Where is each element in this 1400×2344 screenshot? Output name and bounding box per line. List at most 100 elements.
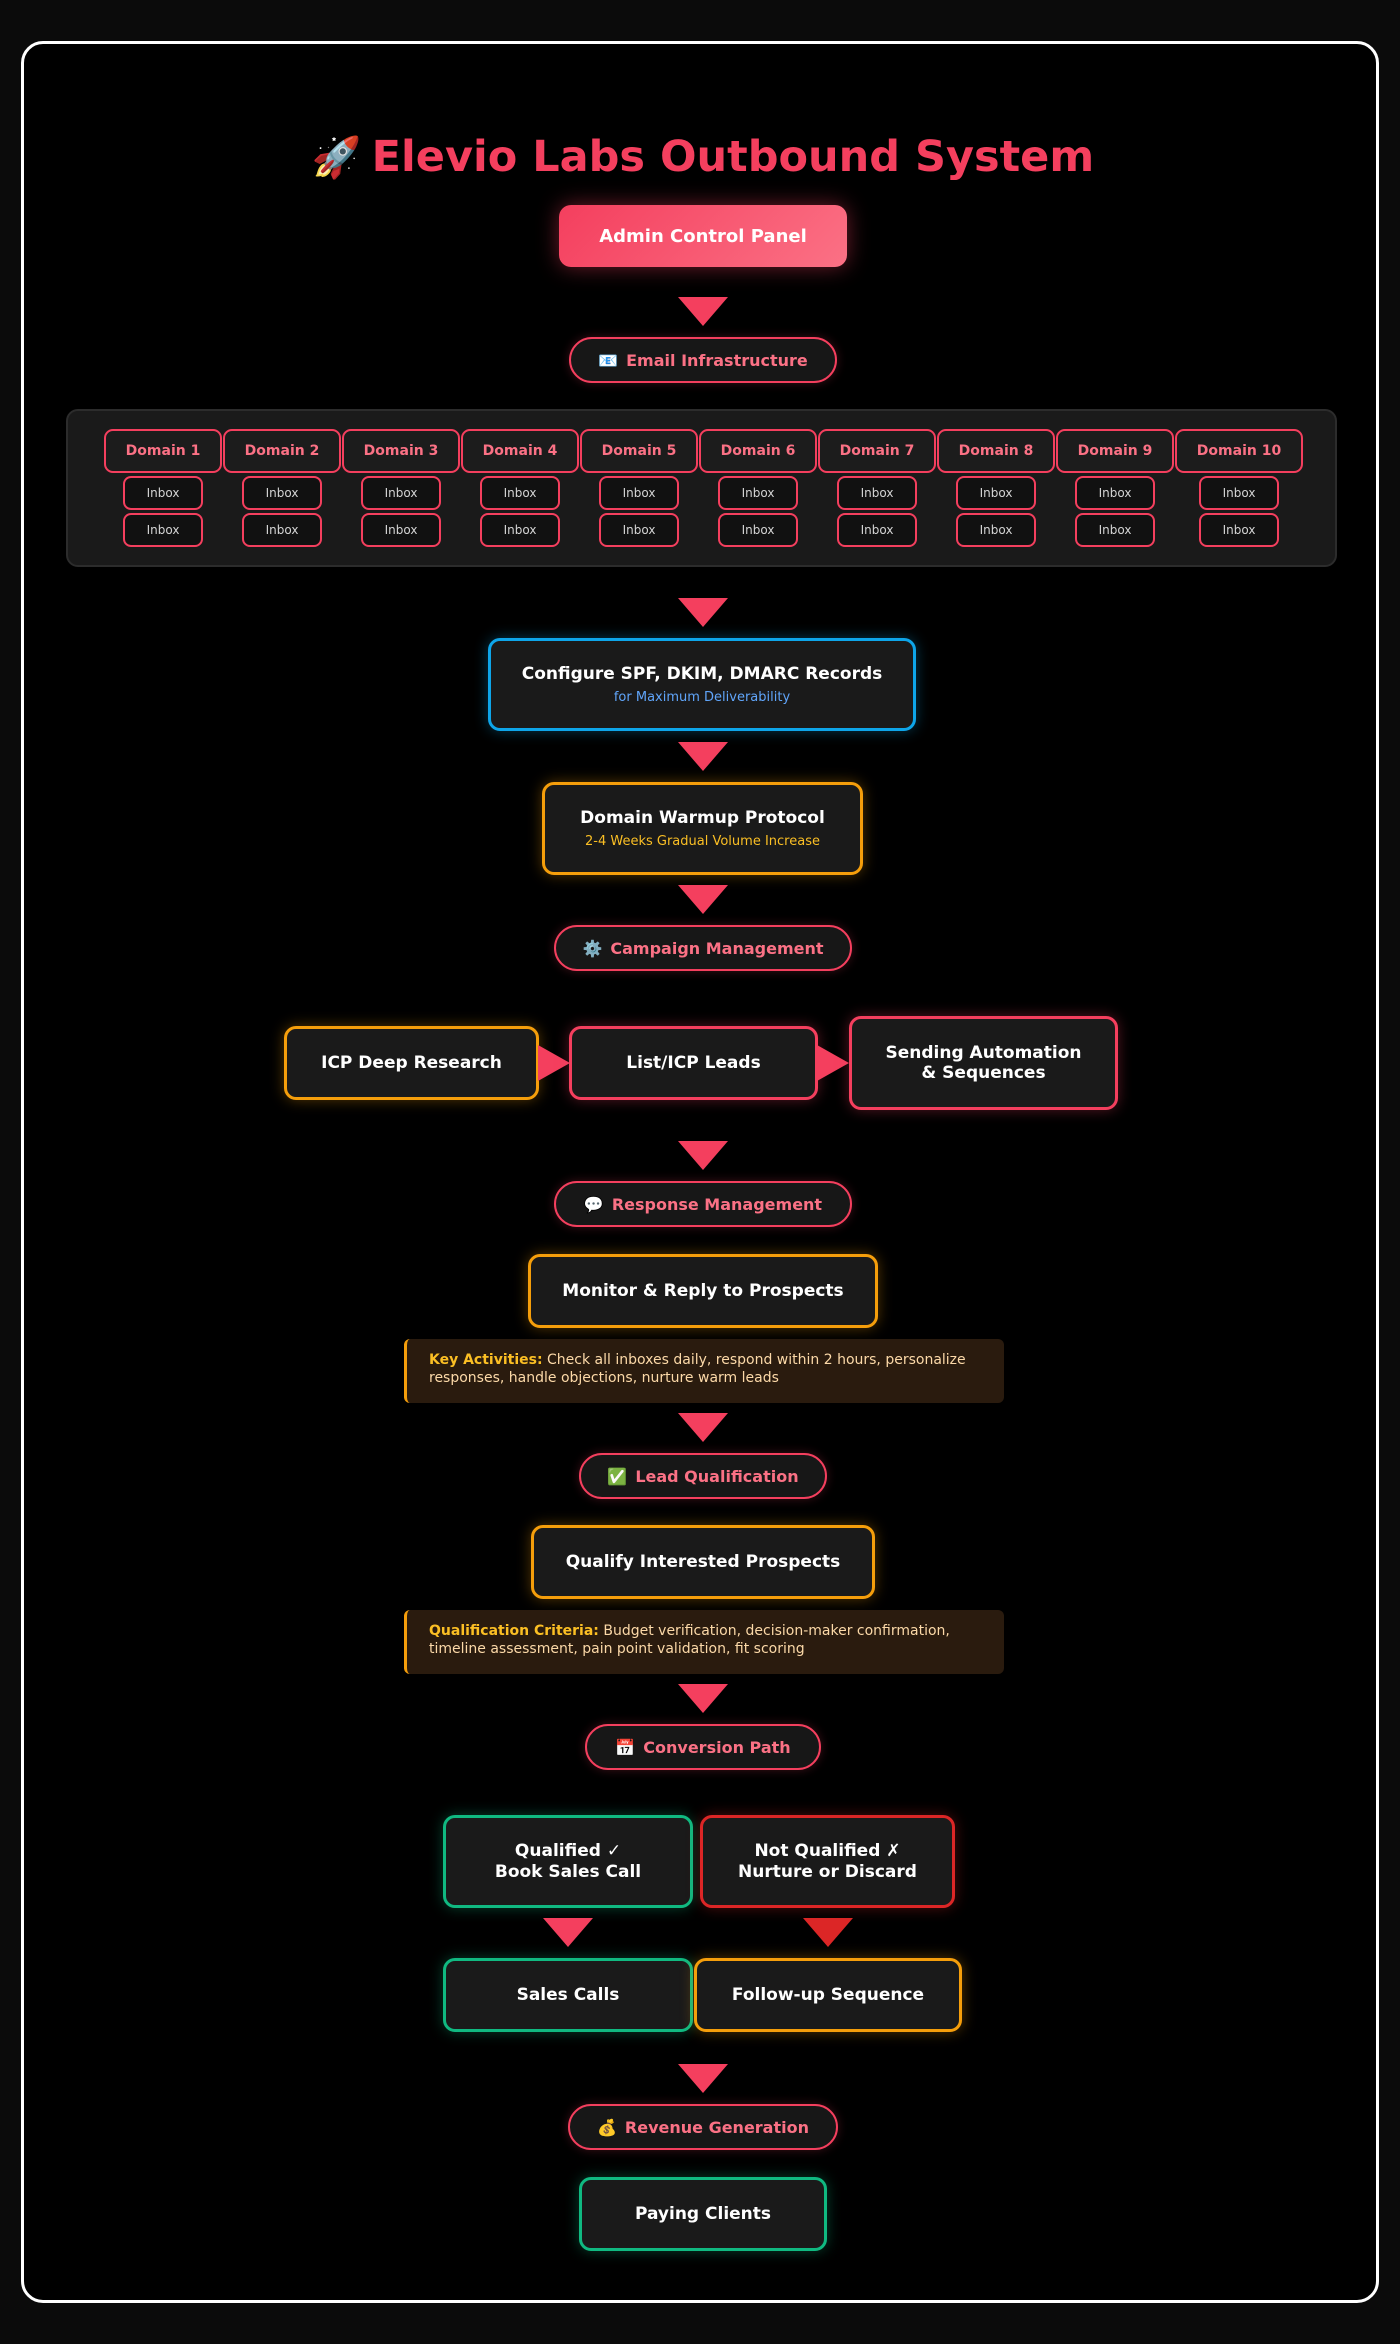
- section-email-infrastructure: 📧 Email Infrastructure: [569, 337, 837, 383]
- inbox-tag[interactable]: Inbox: [242, 513, 322, 547]
- list-leads-box: List/ICP Leads: [569, 1026, 818, 1100]
- domain-tag[interactable]: Domain 4: [461, 429, 579, 473]
- inbox-tag[interactable]: Inbox: [837, 513, 917, 547]
- arrow-down-icon: [678, 1684, 728, 1713]
- domain-tag[interactable]: Domain 1: [104, 429, 222, 473]
- configure-dns-box: Configure SPF, DKIM, DMARC Records for M…: [488, 638, 916, 731]
- domain-tag[interactable]: Domain 5: [580, 429, 698, 473]
- inbox-tag[interactable]: Inbox: [1075, 513, 1155, 547]
- section-label: Response Management: [611, 1194, 823, 1214]
- inbox-tag[interactable]: Inbox: [123, 513, 203, 547]
- inbox-tag[interactable]: Inbox: [480, 513, 560, 547]
- arrow-down-icon: [803, 1918, 853, 1947]
- arrow-down-icon: [678, 885, 728, 914]
- section-label: Conversion Path: [643, 1737, 791, 1757]
- not-qualified-box: Not Qualified ✗ Nurture or Discard: [700, 1815, 955, 1908]
- inbox-tag[interactable]: Inbox: [1075, 476, 1155, 510]
- inbox-tag[interactable]: Inbox: [361, 476, 441, 510]
- configure-sub: for Maximum Deliverability: [613, 689, 791, 705]
- arrow-down-icon: [678, 742, 728, 771]
- section-label: Revenue Generation: [624, 2117, 809, 2137]
- diagram-frame: 🚀Elevio Labs Outbound System Admin Contr…: [21, 41, 1379, 2303]
- warmup-box: Domain Warmup Protocol 2-4 Weeks Gradual…: [542, 782, 863, 875]
- section-label: Lead Qualification: [635, 1466, 799, 1486]
- qualified-line1: Qualified ✓: [514, 1841, 622, 1862]
- arrow-down-icon: [678, 1141, 728, 1170]
- domain-tag[interactable]: Domain 10: [1175, 429, 1303, 473]
- sending-automation-box: Sending Automation & Sequences: [849, 1016, 1118, 1110]
- arrow-right-icon: [538, 1045, 570, 1081]
- inbox-tag[interactable]: Inbox: [480, 476, 560, 510]
- inbox-tag[interactable]: Inbox: [718, 513, 798, 547]
- inbox-tag[interactable]: Inbox: [599, 513, 679, 547]
- inbox-tag[interactable]: Inbox: [718, 476, 798, 510]
- calendar-icon: 📅: [615, 1737, 636, 1757]
- domain-tag[interactable]: Domain 2: [223, 429, 341, 473]
- qualified-line2: Book Sales Call: [494, 1861, 642, 1882]
- arrow-down-icon: [678, 1413, 728, 1442]
- qualification-criteria-note: Qualification Criteria: Budget verificat…: [404, 1610, 1004, 1674]
- section-lead-qualification: ✅ Lead Qualification: [579, 1453, 827, 1499]
- section-campaign-management: ⚙️ Campaign Management: [554, 925, 852, 971]
- domain-tag[interactable]: Domain 9: [1056, 429, 1174, 473]
- inbox-tag[interactable]: Inbox: [956, 476, 1036, 510]
- domain-tag[interactable]: Domain 7: [818, 429, 936, 473]
- check-icon: ✅: [607, 1466, 628, 1486]
- qualify-prospects-box: Qualify Interested Prospects: [531, 1525, 875, 1599]
- arrow-down-icon: [678, 598, 728, 627]
- envelope-icon: 📧: [598, 350, 619, 370]
- note-key: Qualification Criteria:: [429, 1623, 599, 1639]
- domain-tag[interactable]: Domain 8: [937, 429, 1055, 473]
- rocket-icon: 🚀: [311, 135, 362, 181]
- admin-control-panel[interactable]: Admin Control Panel: [559, 205, 847, 267]
- configure-title: Configure SPF, DKIM, DMARC Records: [521, 663, 883, 684]
- qualified-box: Qualified ✓ Book Sales Call: [443, 1815, 693, 1908]
- inbox-tag[interactable]: Inbox: [956, 513, 1036, 547]
- warmup-sub: 2-4 Weeks Gradual Volume Increase: [585, 833, 820, 849]
- money-bag-icon: 💰: [596, 2117, 617, 2137]
- section-revenue-generation: 💰 Revenue Generation: [568, 2104, 838, 2150]
- speech-bubble-icon: 💬: [583, 1194, 604, 1214]
- note-text: Budget verification, decision-maker conf…: [429, 1623, 950, 1657]
- arrow-down-icon: [678, 2064, 728, 2093]
- not-qualified-line1: Not Qualified ✗: [754, 1841, 901, 1862]
- sending-line2: & Sequences: [921, 1063, 1046, 1083]
- domain-tag[interactable]: Domain 6: [699, 429, 817, 473]
- section-label: Email Infrastructure: [626, 350, 808, 370]
- domain-tag[interactable]: Domain 3: [342, 429, 460, 473]
- sending-line1: Sending Automation: [885, 1042, 1082, 1063]
- inbox-tag[interactable]: Inbox: [1199, 513, 1279, 547]
- inbox-tag[interactable]: Inbox: [837, 476, 917, 510]
- inbox-tag[interactable]: Inbox: [123, 476, 203, 510]
- note-key: Key Activities:: [429, 1352, 543, 1368]
- note-text: Check all inboxes daily, respond within …: [429, 1352, 966, 1386]
- monitor-reply-box: Monitor & Reply to Prospects: [528, 1254, 878, 1328]
- key-activities-note: Key Activities: Check all inboxes daily,…: [404, 1339, 1004, 1403]
- arrow-down-icon: [678, 297, 728, 326]
- inbox-tag[interactable]: Inbox: [599, 476, 679, 510]
- section-conversion-path: 📅 Conversion Path: [585, 1724, 821, 1770]
- section-label: Campaign Management: [610, 938, 824, 958]
- section-response-management: 💬 Response Management: [554, 1181, 852, 1227]
- inbox-tag[interactable]: Inbox: [1199, 476, 1279, 510]
- gear-icon: ⚙️: [582, 938, 603, 958]
- warmup-title: Domain Warmup Protocol: [580, 807, 825, 828]
- page-title: 🚀Elevio Labs Outbound System: [24, 132, 1382, 182]
- icp-research-box: ICP Deep Research: [284, 1026, 539, 1100]
- inbox-tag[interactable]: Inbox: [242, 476, 322, 510]
- inbox-tag[interactable]: Inbox: [361, 513, 441, 547]
- arrow-right-icon: [817, 1045, 849, 1081]
- paying-clients-box: Paying Clients: [579, 2177, 827, 2251]
- sales-calls-box: Sales Calls: [443, 1958, 693, 2032]
